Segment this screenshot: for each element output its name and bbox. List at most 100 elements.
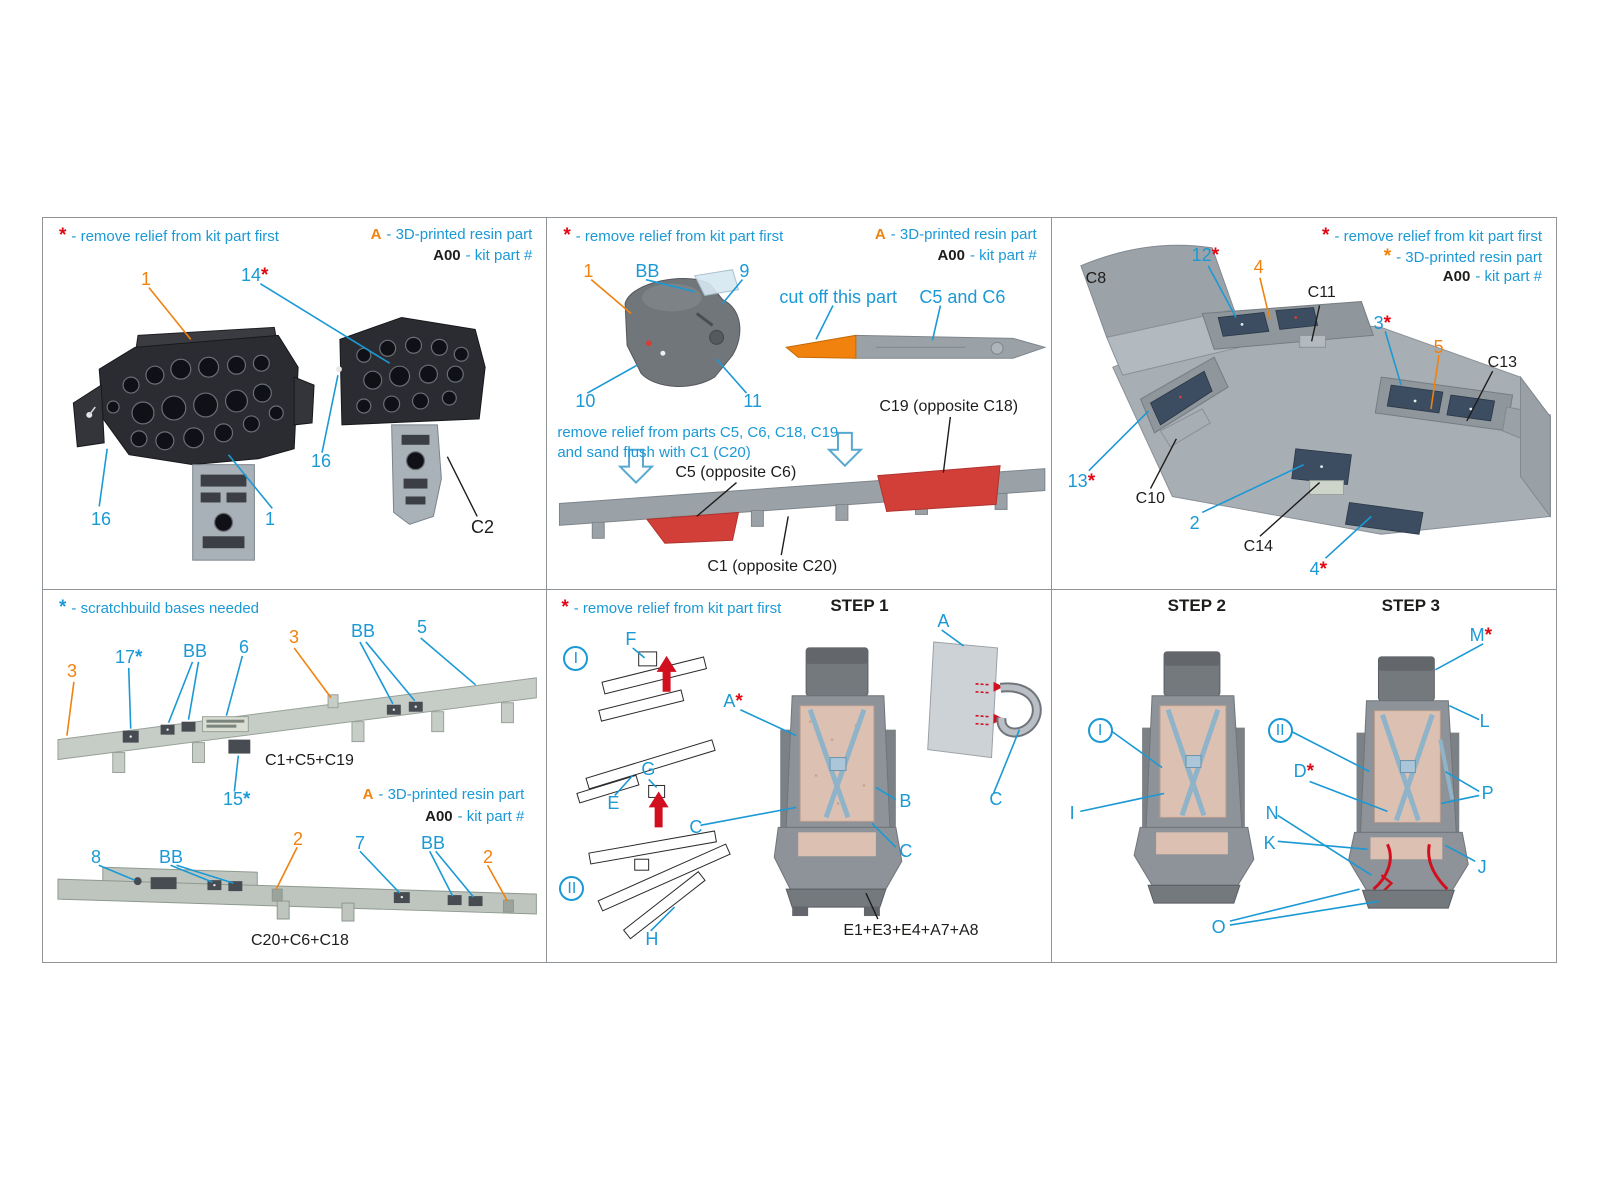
callout-9: 9 — [739, 261, 750, 281]
callout-o: O — [1211, 917, 1226, 937]
sill-assembly-top — [57, 677, 537, 774]
callout-n: N — [1265, 803, 1279, 823]
callout-11: 11 — [743, 391, 763, 411]
panel-step1-seat: * - remove relief from kit part first ST… — [547, 590, 1052, 962]
callout-a-sheet: A — [937, 611, 950, 631]
caption-c20-c6-c18: C20+C6+C18 — [251, 932, 349, 949]
callout-c8: C8 — [1085, 270, 1107, 287]
legend-kit-part: A00 - kit part # — [433, 247, 533, 264]
backpad-sheet-part — [927, 641, 1043, 759]
callout-3-left: 3 — [67, 661, 78, 681]
callout-4: 4 — [1253, 257, 1264, 277]
callout-b: B — [899, 791, 912, 811]
callout-16-left: 16 — [91, 509, 112, 529]
panel-step2-step3-seats: STEP 2 STEP 3 I I II K M* L D* P N J O — [1052, 590, 1556, 962]
callout-bb-3: BB — [159, 847, 184, 867]
legend-remove-relief: * - remove relief from kit part first — [563, 225, 784, 246]
callout-cut-off: cut off this part — [779, 287, 898, 307]
legend-scratchbuild: * - scratchbuild bases needed — [59, 597, 260, 618]
callout-c2: C2 — [471, 517, 495, 537]
callout-c14: C14 — [1243, 538, 1274, 555]
legend-remove-relief: * - remove relief from kit part first — [561, 597, 782, 618]
panel6-leaders — [1079, 643, 1484, 926]
callout-2-left: 2 — [293, 829, 304, 849]
callout-10: 10 — [575, 391, 596, 411]
callout-2: 2 — [1189, 513, 1200, 533]
callout-c5-opp: C5 (opposite C6) — [675, 464, 797, 481]
blade-part — [785, 334, 1047, 359]
callout-14-star: 14* — [241, 265, 269, 286]
callout-6: 6 — [239, 637, 250, 657]
roman-numeral-2-icon: II — [559, 876, 585, 901]
callout-c11: C11 — [1307, 284, 1336, 301]
panel-instrument-boards: * - remove relief from kit part first A … — [43, 218, 548, 590]
panel3-illustration — [1079, 244, 1551, 559]
red-highlight-parts — [646, 465, 1001, 544]
instruction-grid: * - remove relief from kit part first A … — [42, 217, 1557, 963]
step3-title: STEP 3 — [1381, 596, 1440, 615]
callout-13-star: 13* — [1067, 471, 1096, 492]
callout-p: P — [1481, 783, 1494, 803]
panel3-leaders — [1087, 265, 1493, 559]
caption-c1-c5-c19: C1+C5+C19 — [265, 752, 354, 769]
callout-d-star: D* — [1293, 761, 1315, 782]
harness-diagram-1 — [576, 651, 717, 804]
callout-i: I — [1069, 803, 1075, 823]
callout-8: 8 — [91, 847, 102, 867]
callout-f: F — [625, 629, 637, 649]
legend-kit-part: A00 - kit part # — [425, 808, 525, 825]
legend-resin-part: A - 3D-printed resin part — [362, 786, 525, 803]
callout-k: K — [1263, 833, 1276, 853]
callout-h: H — [645, 929, 659, 949]
callout-5: 5 — [417, 617, 428, 637]
callout-c-left: C — [689, 817, 703, 837]
callout-c5-c6: C5 and C6 — [919, 287, 1006, 307]
panel6-illustration — [1079, 643, 1484, 926]
callout-1-bottom: 1 — [265, 509, 276, 529]
callout-l: L — [1479, 711, 1490, 731]
callout-4-star: 4* — [1309, 559, 1328, 580]
panel1-leaders — [98, 282, 478, 517]
throttle-quadrant-part — [624, 269, 741, 387]
panel-sill-assemblies: * - scratchbuild bases needed A - 3D-pri… — [43, 590, 548, 962]
legend-resin-part: A - 3D-printed resin part — [874, 226, 1037, 243]
callout-g: G — [641, 759, 656, 779]
legend-resin-part: A - 3D-printed resin part — [370, 226, 533, 243]
callout-1: 1 — [583, 261, 594, 281]
panel4-leaders — [66, 637, 509, 902]
panel5-leaders — [614, 629, 1021, 932]
note-line-2: and sand flush with C1 (C20) — [557, 444, 751, 461]
sill-assembly-bottom — [57, 866, 537, 922]
step2-title: STEP 2 — [1167, 596, 1226, 615]
panel4-illustration — [57, 637, 537, 922]
panel1-illustration — [72, 282, 486, 561]
note-line-1: remove relief from parts C5, C6, C18, C1… — [557, 424, 839, 441]
ejection-seat — [774, 647, 903, 917]
callout-c-mid: C — [899, 841, 913, 861]
panel2-leaders — [587, 278, 952, 556]
callout-2-right: 2 — [483, 847, 494, 867]
panel-relief-removal: * - remove relief from kit part first A … — [547, 218, 1052, 590]
callout-17-star: 17* — [115, 647, 143, 668]
callout-5: 5 — [1433, 337, 1444, 357]
panel5-illustration — [576, 629, 1043, 940]
callout-e: E — [607, 793, 620, 813]
callout-bb-1: BB — [183, 641, 208, 661]
legend-remove-relief: * - remove relief from kit part first — [59, 225, 279, 246]
seat-step2 — [1133, 651, 1254, 904]
roman-numeral-2-icon: II — [1267, 718, 1293, 743]
callout-c-strap: C — [989, 789, 1003, 809]
callout-j: J — [1477, 857, 1487, 877]
callout-3-star: 3* — [1373, 313, 1392, 334]
roman-numeral-1-icon: I — [1087, 718, 1113, 743]
callout-bb: BB — [635, 261, 660, 281]
step1-title: STEP 1 — [830, 596, 889, 615]
callout-bb-4: BB — [421, 833, 446, 853]
callout-3-mid: 3 — [289, 627, 300, 647]
callout-c10: C10 — [1135, 490, 1166, 507]
legend-remove-relief: * - remove relief from kit part first — [1322, 225, 1542, 246]
legend-kit-part: A00 - kit part # — [1442, 268, 1542, 285]
legend-kit-part: A00 - kit part # — [937, 247, 1037, 264]
callout-12-star: 12* — [1191, 245, 1220, 266]
